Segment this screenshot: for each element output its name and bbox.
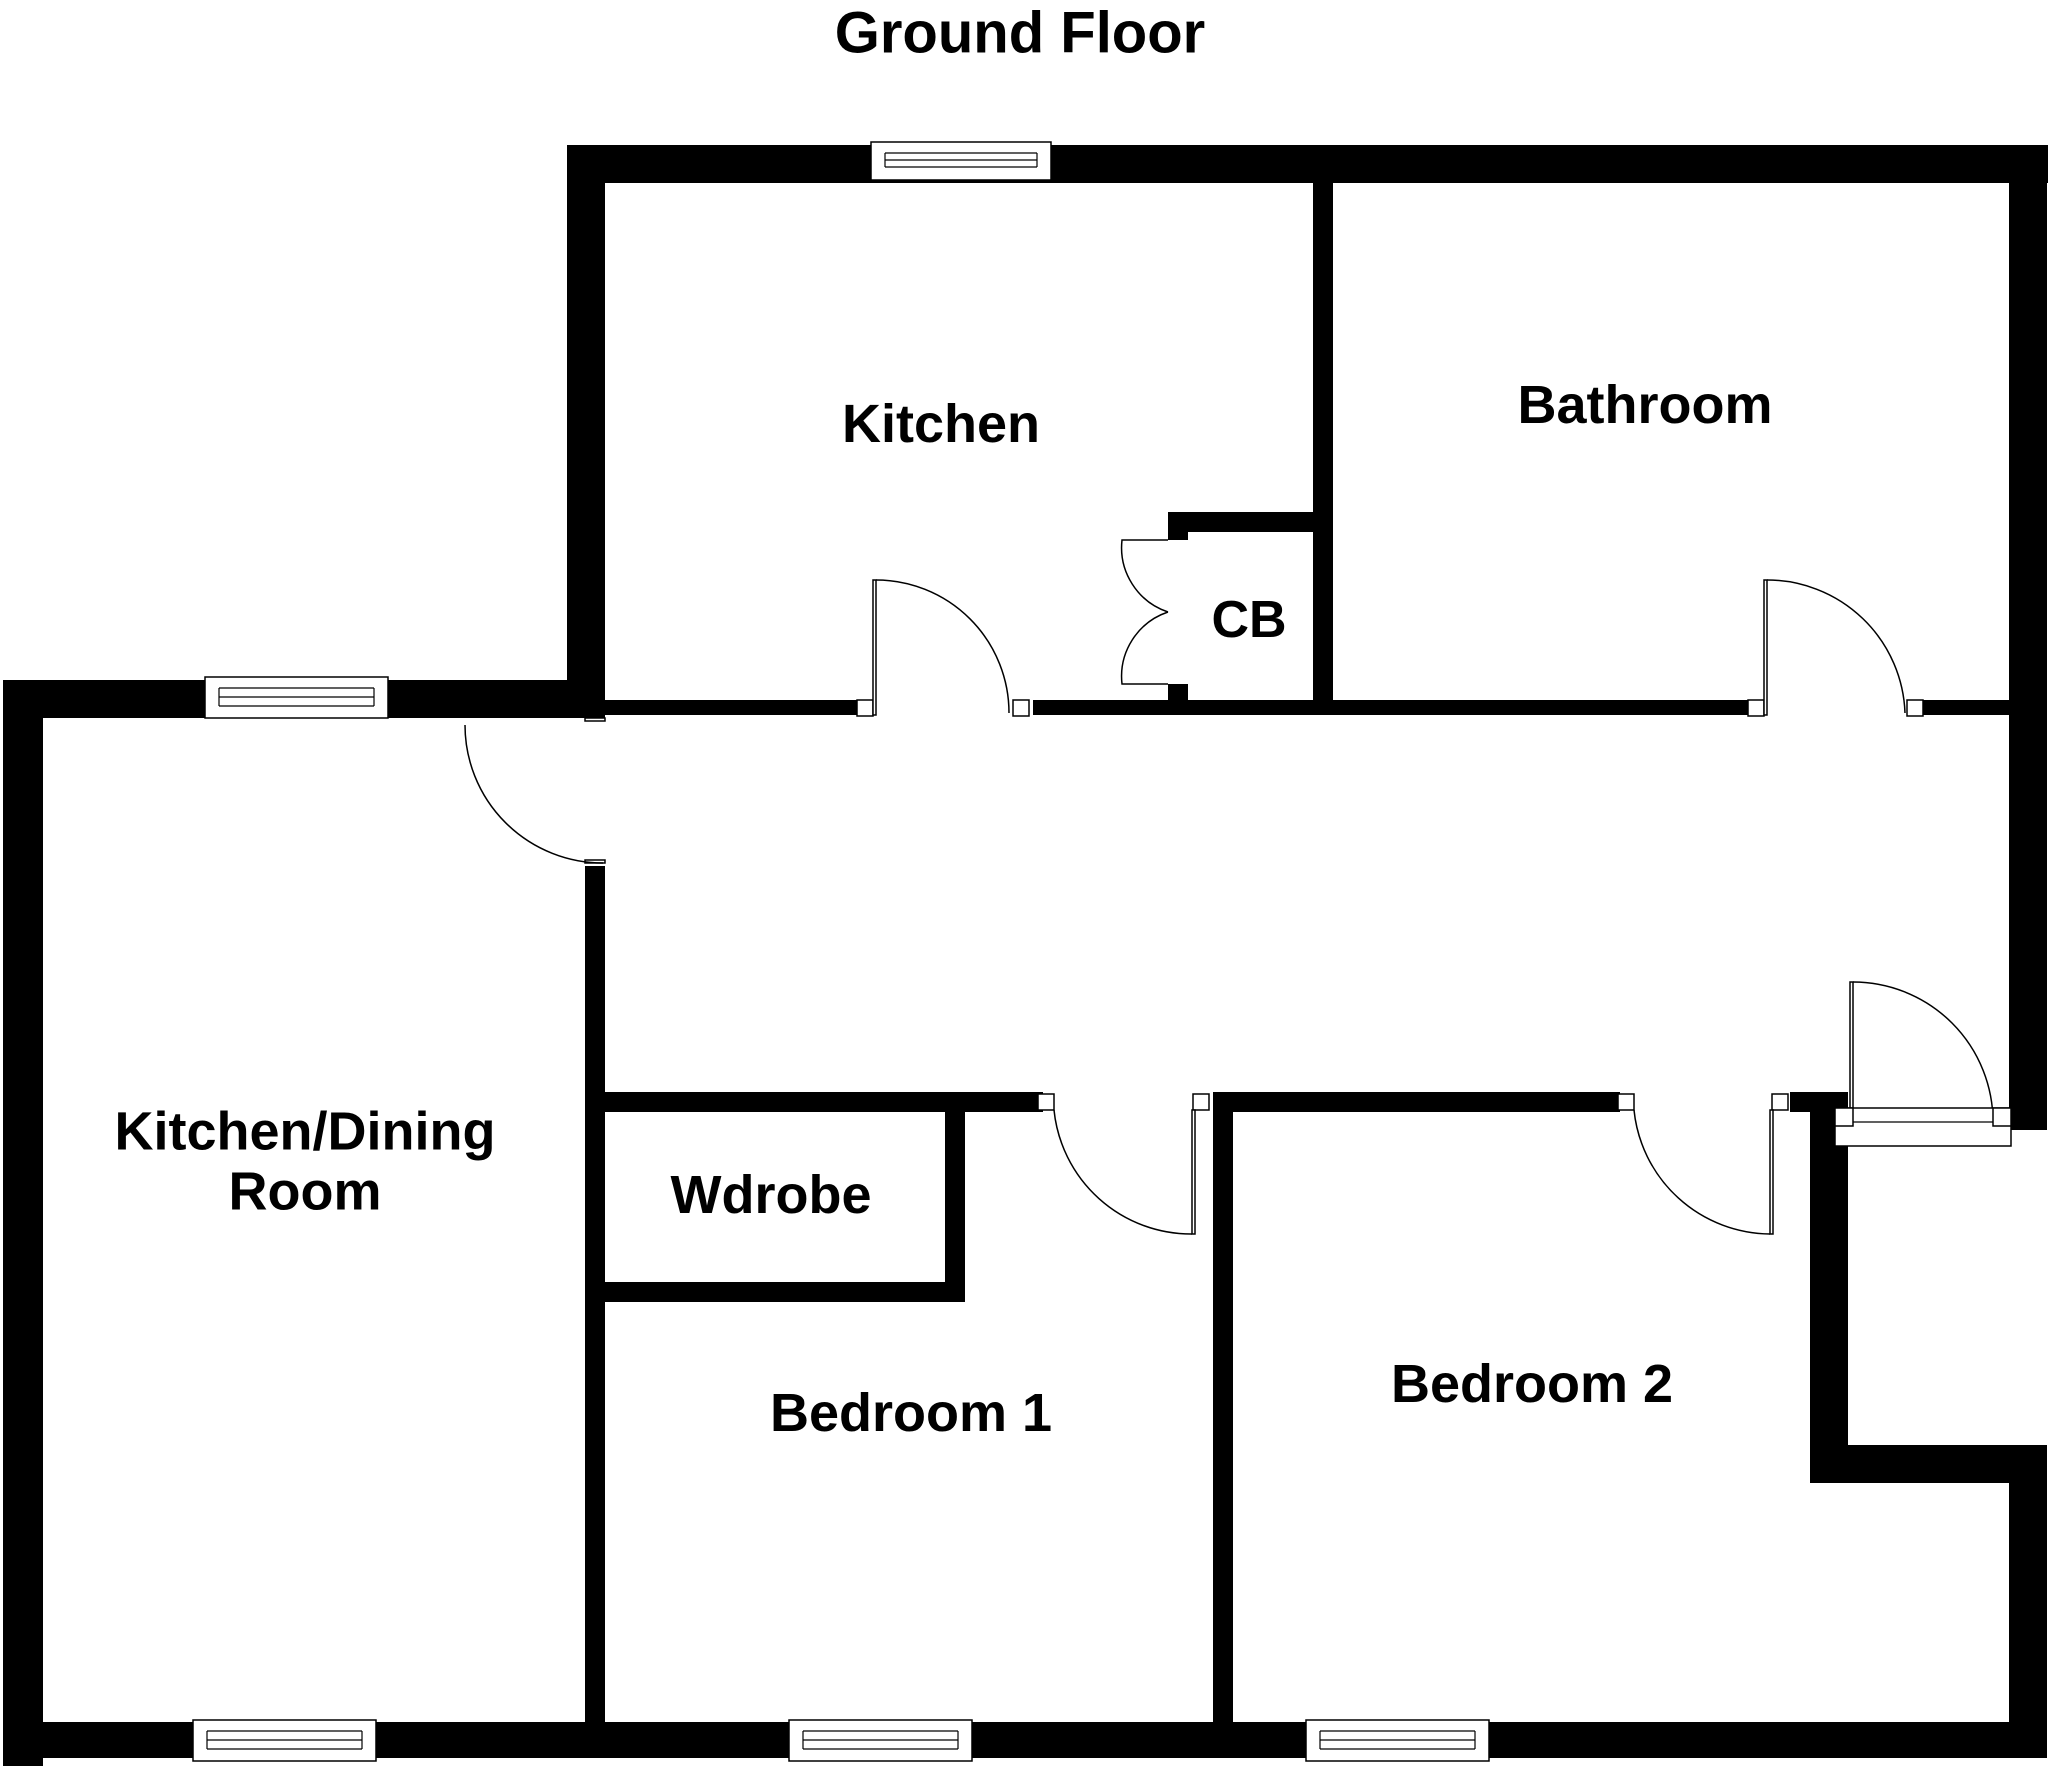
room-label-bedroom-1: Bedroom 1 <box>769 1382 1053 1443</box>
wall-wardrobe-right <box>945 1112 965 1302</box>
window-dining-top <box>204 676 389 719</box>
window-dining-bottom <box>192 1719 377 1762</box>
wall-notch-top <box>1810 1445 2047 1483</box>
wall-left <box>3 680 43 1766</box>
wall-wardrobe-bottom <box>603 1282 965 1302</box>
wall-corridor-bottom-2 <box>1213 1092 1620 1112</box>
room-label-wardrobe: Wdrobe <box>670 1164 872 1225</box>
wall-right-upper <box>2009 145 2047 1130</box>
wall-cupboard-jamb-top <box>1168 512 1188 540</box>
door-entrance <box>1834 981 2012 1147</box>
wall-corridor-top-2 <box>1033 700 1748 715</box>
door-bedroom-2 <box>1633 1109 1774 1235</box>
door-bathroom <box>1763 579 1906 716</box>
wall-upper-left <box>567 145 605 718</box>
room-label-bathroom: Bathroom <box>1517 374 1773 435</box>
door-jamb <box>856 699 874 717</box>
room-label-cupboard: CB <box>1211 590 1287 649</box>
room-label-kitchen-dining: Kitchen/Dining Room <box>115 1102 496 1223</box>
window-bedroom-2 <box>1305 1719 1490 1762</box>
wall-top <box>567 145 2048 183</box>
room-label-bedroom-2: Bedroom 2 <box>1390 1353 1674 1414</box>
door-jamb <box>1771 1093 1789 1111</box>
wall-kitchen-bathroom <box>1313 145 1333 715</box>
door-jamb <box>1617 1093 1635 1111</box>
wall-notch-side <box>1810 1108 1848 1483</box>
windows <box>192 141 1490 1762</box>
room-label-kitchen-dining-line2: Room <box>228 1162 382 1222</box>
door-bedroom-1 <box>1053 1109 1196 1235</box>
room-label-kitchen-dining-line1: Kitchen/Dining <box>114 1101 496 1162</box>
wall-entrance-stub <box>1790 1092 1848 1112</box>
door-jambs <box>856 699 1924 1111</box>
window-bedroom-1 <box>788 1719 973 1762</box>
door-jamb <box>1906 699 1924 717</box>
door-kitchen-dining <box>464 717 606 864</box>
door-jamb <box>1012 699 1030 717</box>
door-jamb <box>1037 1093 1055 1111</box>
door-jamb <box>1747 699 1765 717</box>
wall-cupboard-top <box>1168 512 1333 532</box>
wall-corridor-top-3 <box>1923 700 2009 715</box>
interior-walls <box>585 145 2009 1726</box>
wall-corridor-top-1 <box>603 700 873 715</box>
doors <box>464 539 2012 1235</box>
door-kitchen <box>872 579 1010 716</box>
door-jamb <box>1192 1093 1210 1111</box>
room-label-kitchen: Kitchen <box>841 393 1041 454</box>
wall-right-lower <box>2009 1445 2047 1758</box>
wall-dining-right <box>585 866 605 1726</box>
wall-bedroom-divider <box>1213 1092 1233 1726</box>
wall-wardrobe-top <box>603 1092 1043 1112</box>
door-cupboard <box>1120 539 1169 685</box>
floor-title: Ground Floor <box>834 0 1206 66</box>
window-kitchen <box>870 141 1052 181</box>
